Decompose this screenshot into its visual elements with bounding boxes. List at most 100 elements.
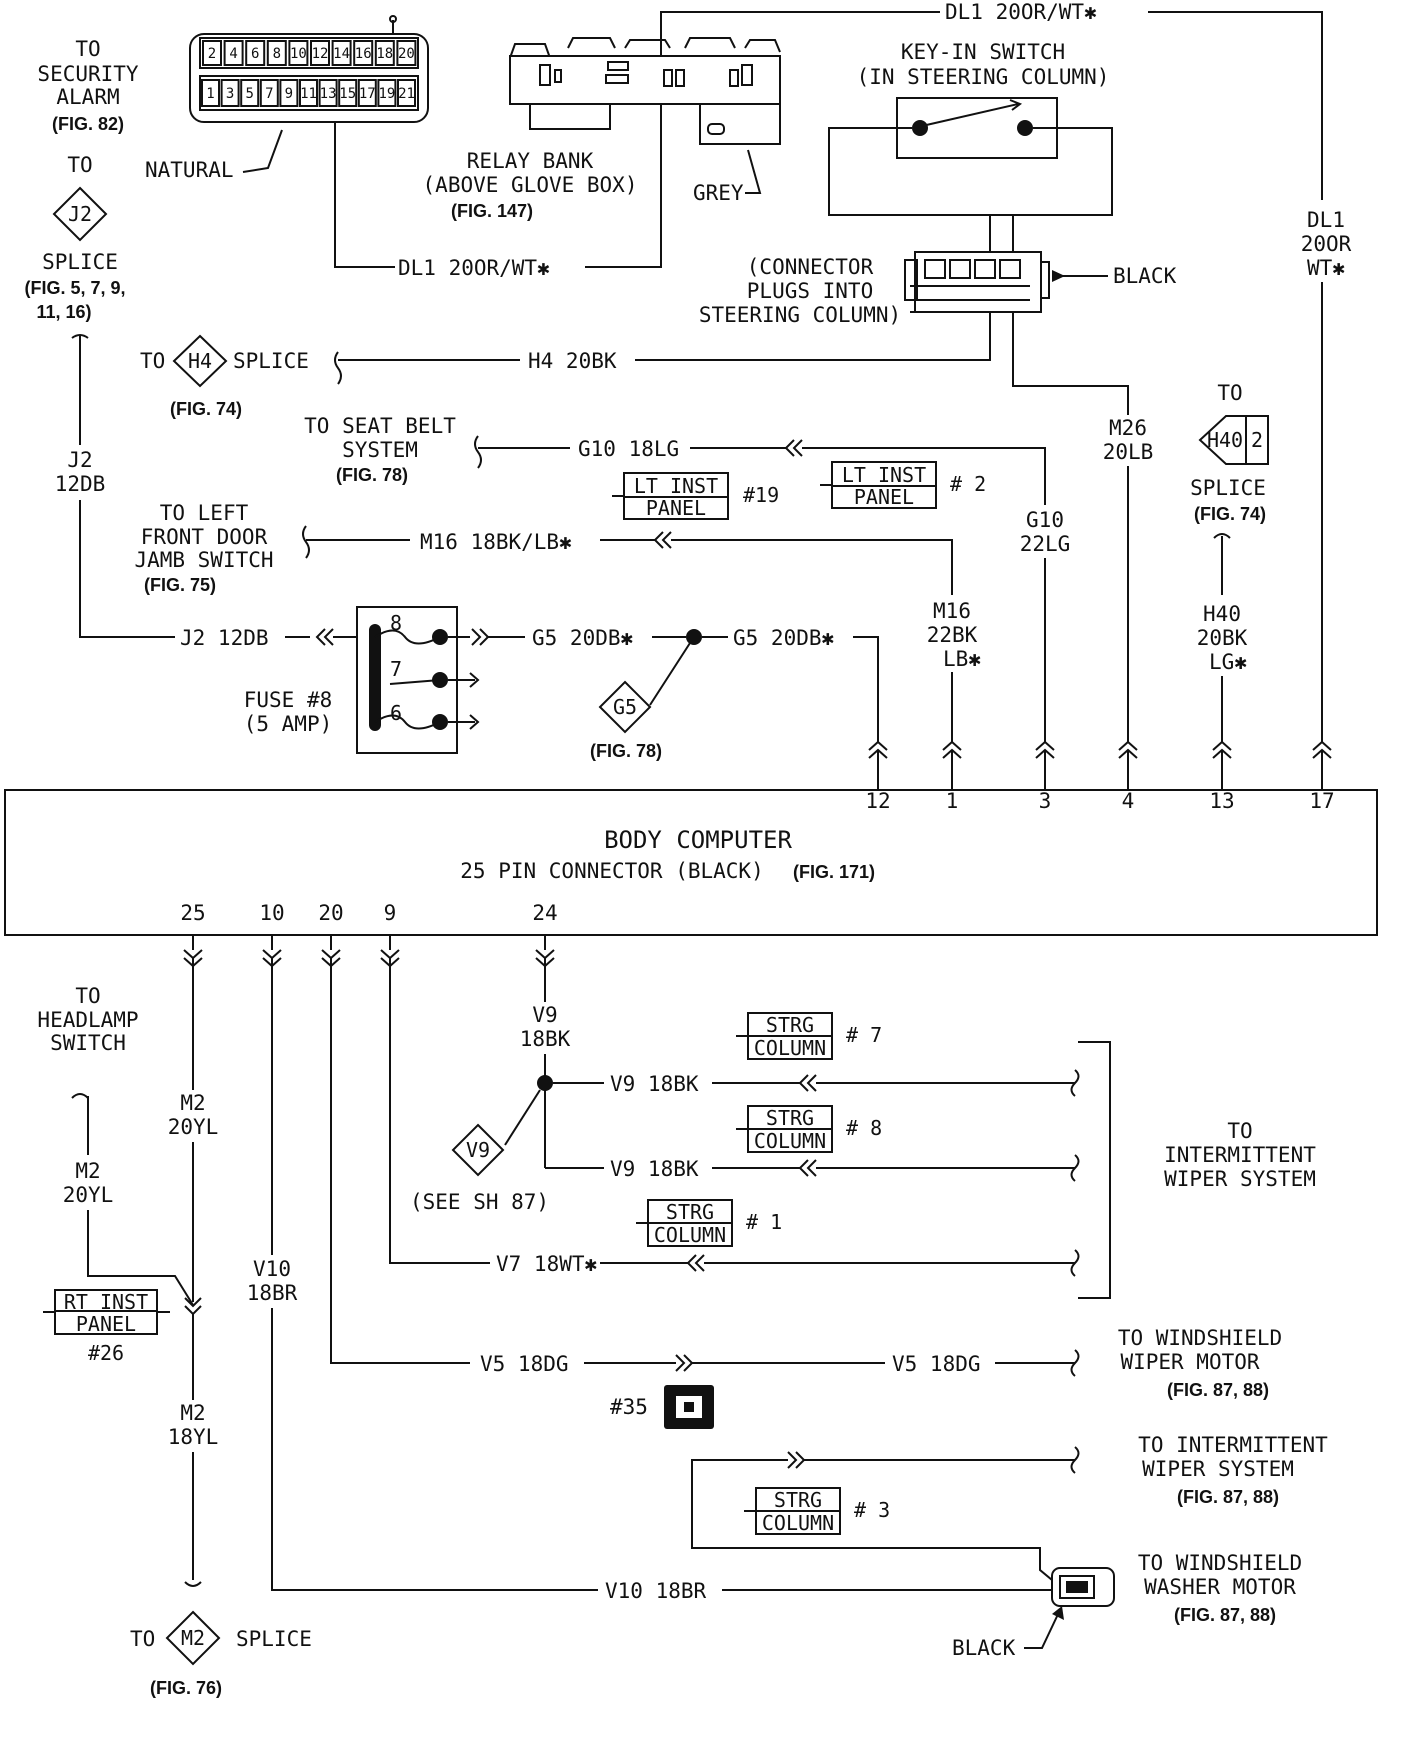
- relay-bank-label: RELAY BANK (ABOVE GLOVE BOX) (FIG. 147): [423, 149, 638, 221]
- v9-wire-label-a: V9 18BK: [610, 1072, 699, 1096]
- connector-pin-cell: [331, 40, 352, 66]
- washer-black-label: BLACK: [952, 1636, 1016, 1660]
- bottom-pin-chevrons: [183, 935, 555, 972]
- connector-pin-cell: [374, 40, 395, 66]
- svg-text:SECURITY: SECURITY: [37, 62, 139, 86]
- svg-text:WIPER SYSTEM: WIPER SYSTEM: [1164, 1167, 1316, 1191]
- m26-wire-top: [1012, 312, 1129, 415]
- v10-wire-label: V10 18BR: [605, 1579, 707, 1603]
- intermittent-wiper-label-2: TO INTERMITTENT WIPER SYSTEM (FIG. 87, 8…: [1138, 1433, 1328, 1507]
- svg-text:COLUMN: COLUMN: [654, 1223, 726, 1247]
- h4-splice-diamond: H4: [172, 334, 228, 388]
- connector-pin-label: 5: [245, 86, 253, 102]
- relay-bank: [509, 37, 781, 145]
- svg-text:ALARM: ALARM: [56, 85, 119, 109]
- svg-text:V9: V9: [532, 1003, 557, 1027]
- body-computer-sub: 25 PIN CONNECTOR (BLACK): [460, 859, 763, 883]
- svg-text:PANEL: PANEL: [854, 485, 914, 509]
- connector-pin-cell: [223, 40, 244, 66]
- connector-pin-label: 19: [378, 86, 395, 102]
- svg-text:(FIG. 87, 88): (FIG. 87, 88): [1174, 1605, 1276, 1625]
- svg-text:STRG: STRG: [766, 1013, 814, 1037]
- svg-text:SYSTEM: SYSTEM: [342, 438, 418, 462]
- svg-text:#19: #19: [743, 483, 779, 507]
- body-pin-label: 4: [1122, 789, 1135, 813]
- v7-wire-label: V7 18WT✱: [496, 1252, 598, 1276]
- headlamp-wire-label: M2 20YL: [63, 1159, 114, 1207]
- m2-label-a: M2 20YL: [168, 1091, 219, 1139]
- key-in-wire-left: [828, 127, 1013, 216]
- svg-text:(IN STEERING COLUMN): (IN STEERING COLUMN): [857, 65, 1110, 89]
- connector-pin-label: 12: [312, 46, 329, 62]
- svg-text:22LG: 22LG: [1020, 532, 1071, 556]
- svg-text:V9: V9: [466, 1138, 490, 1162]
- connector-pin-cell: [357, 79, 377, 107]
- connector-pin-label: 21: [398, 86, 415, 102]
- key-in-switch-label: KEY-IN SWITCH (IN STEERING COLUMN): [857, 40, 1110, 89]
- svg-text:(FIG. 82): (FIG. 82): [52, 114, 124, 134]
- svg-text:(FIG. 87, 88): (FIG. 87, 88): [1177, 1487, 1279, 1507]
- fuse-8: 8 7 6: [356, 606, 490, 754]
- svg-text:8: 8: [390, 611, 402, 635]
- svg-text:DL1: DL1: [1307, 208, 1345, 232]
- h4-wire-label: H4 20BK: [528, 349, 617, 373]
- svg-text:H40: H40: [1207, 428, 1243, 452]
- svg-text:HEADLAMP: HEADLAMP: [37, 1008, 138, 1032]
- svg-text:(FIG. 78): (FIG. 78): [336, 465, 408, 485]
- body-pin-label: 17: [1309, 789, 1334, 813]
- svg-text:V10: V10: [253, 1257, 291, 1281]
- svg-text:SWITCH: SWITCH: [50, 1031, 126, 1055]
- switch-contact-left: [912, 120, 928, 136]
- v5-num: #35: [610, 1395, 648, 1419]
- body-pin-label: 20: [318, 901, 343, 925]
- svg-text:TO WINDSHIELD: TO WINDSHIELD: [1118, 1326, 1282, 1350]
- dl1-wire-top: [1148, 11, 1323, 200]
- washer-motor-label: TO WINDSHIELD WASHER MOTOR (FIG. 87, 88): [1138, 1551, 1302, 1625]
- v9-wire-label-b: V9 18BK: [610, 1157, 699, 1181]
- connector-pin-label: 18: [376, 46, 393, 62]
- h4-to: TO: [140, 349, 165, 373]
- connector-pin-cell: [310, 40, 330, 66]
- connector-pin-label: 3: [226, 86, 234, 102]
- svg-text:# 8: # 8: [846, 1116, 882, 1140]
- svg-text:(CONNECTOR: (CONNECTOR: [747, 255, 874, 279]
- svg-text:(FIG. 87, 88): (FIG. 87, 88): [1167, 1380, 1269, 1400]
- natural-pointer: [242, 129, 283, 173]
- v5-wire: [330, 970, 470, 1364]
- svg-text:FUSE #8: FUSE #8: [244, 688, 333, 712]
- svg-text:H40: H40: [1203, 602, 1241, 626]
- j2-to: TO: [67, 153, 92, 177]
- connector-pin-label: 1: [206, 86, 214, 102]
- connector-pin-cell: [338, 79, 358, 107]
- svg-text:M2: M2: [180, 1091, 205, 1115]
- svg-text:COLUMN: COLUMN: [762, 1511, 834, 1535]
- j2-splice-label: SPLICE (FIG. 5, 7, 9, 11, 16): [24, 250, 125, 322]
- connector-pin-cell: [266, 40, 287, 66]
- connector-pin-label: 9: [285, 86, 293, 102]
- body-pin-label: 10: [259, 901, 284, 925]
- wiper-motor-label: TO WINDSHIELD WIPER MOTOR (FIG. 87, 88): [1118, 1326, 1282, 1400]
- h40-splice-label: SPLICE: [1190, 476, 1266, 500]
- connector-plugs-label: (CONNECTOR PLUGS INTO STEERING COLUMN): [699, 255, 901, 327]
- connector-pin-cell: [220, 79, 240, 107]
- svg-text:20YL: 20YL: [168, 1115, 219, 1139]
- svg-text:M26: M26: [1109, 416, 1147, 440]
- connector-35-icon: [664, 1385, 714, 1429]
- connector-pin-cell: [299, 79, 318, 107]
- v9-label: V9 18BK: [520, 1003, 571, 1051]
- svg-text:COLUMN: COLUMN: [754, 1036, 826, 1060]
- svg-text:# 7: # 7: [846, 1023, 882, 1047]
- dl1-right-label: DL1 20OR WT✱: [1301, 208, 1352, 280]
- strg-column-7: STRG COLUMN # 7: [736, 1012, 882, 1060]
- h4-splice-label: SPLICE: [233, 349, 309, 373]
- grey-label: GREY: [693, 181, 744, 205]
- svg-text:SPLICE: SPLICE: [42, 250, 118, 274]
- svg-text:20LB: 20LB: [1103, 440, 1154, 464]
- h40-to: TO: [1217, 381, 1242, 405]
- h40-wire-label: H40 20BK LG✱: [1197, 602, 1248, 674]
- svg-text:TO INTERMITTENT: TO INTERMITTENT: [1138, 1433, 1328, 1457]
- svg-text:COLUMN: COLUMN: [754, 1129, 826, 1153]
- connector-pin-label: 13: [320, 86, 337, 102]
- washer-motor-connector: [1051, 1567, 1115, 1607]
